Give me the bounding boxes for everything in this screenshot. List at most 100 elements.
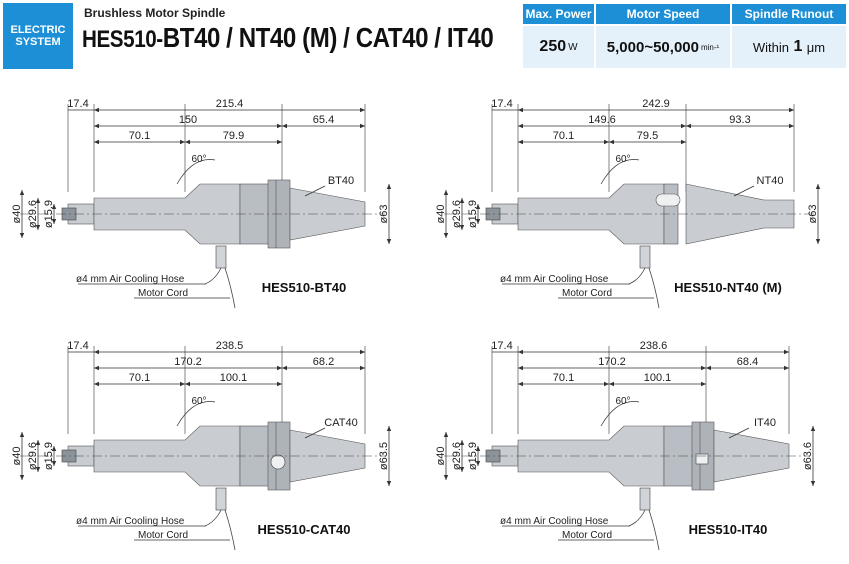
- arrow-head: [51, 219, 57, 224]
- arrow-head: [459, 440, 465, 445]
- hose-fitting: [639, 487, 651, 511]
- model-name: HES510-CAT40: [258, 522, 351, 537]
- dim-total: 238.6: [640, 340, 668, 352]
- arrow-head: [518, 107, 523, 113]
- runout-unit: μm: [806, 39, 826, 55]
- dim-end-dia: ø63.5: [378, 442, 390, 470]
- arrow-head: [277, 365, 282, 371]
- arrow-head: [51, 461, 57, 466]
- taper-label: NT40: [757, 175, 784, 187]
- arrow-head: [19, 190, 25, 195]
- arrow-head: [810, 481, 816, 486]
- arrow-head: [360, 123, 365, 129]
- arrow-head: [277, 139, 282, 145]
- runout-value: 1: [793, 38, 803, 55]
- model-name: HES510-NT40 (M): [674, 280, 782, 295]
- arrow-head: [277, 381, 282, 387]
- dim-end-dia: ø63: [807, 205, 819, 224]
- arrow-head: [518, 139, 523, 145]
- motor-cable: [224, 267, 236, 309]
- arrow-head: [35, 198, 41, 203]
- arrow-head: [475, 446, 481, 451]
- dim-dia40: ø40: [11, 447, 23, 466]
- arrow-head: [609, 139, 614, 145]
- taper-label: CAT40: [324, 417, 357, 429]
- speed-value: 5,000~50,000: [606, 38, 699, 56]
- arrow-head: [789, 107, 794, 113]
- dim-rear: 68.4: [737, 356, 758, 368]
- spec-value-runout: Within 1 μm: [732, 26, 846, 68]
- arrow-head: [180, 381, 185, 387]
- dim-end-dia: ø63: [378, 205, 390, 224]
- arrow-head: [277, 123, 282, 129]
- arrow-head: [185, 381, 190, 387]
- arrow-head: [282, 365, 287, 371]
- arrow-head: [94, 107, 99, 113]
- hose-fitting: [215, 245, 227, 269]
- dim-dia40: ø40: [435, 447, 447, 466]
- leader-line: [733, 185, 755, 197]
- arrow-head: [609, 381, 614, 387]
- hose-label: ø4 mm Air Cooling Hose: [500, 274, 609, 285]
- arrow-head: [94, 139, 99, 145]
- dim-nose: 70.1: [129, 130, 150, 142]
- dim-nose: 70.1: [129, 372, 150, 384]
- arrow-head: [706, 365, 711, 371]
- arrow-head: [386, 481, 392, 486]
- dim-nose: 70.1: [553, 130, 574, 142]
- arrow-head: [185, 139, 190, 145]
- arrow-head: [518, 381, 523, 387]
- page-header: ELECTRIC SYSTEM Brushless Motor Spindle …: [0, 0, 849, 72]
- arrow-head: [51, 204, 57, 209]
- taper-label: IT40: [754, 417, 776, 429]
- category-badge: ELECTRIC SYSTEM: [3, 3, 73, 69]
- dim-front: 17.4: [491, 340, 512, 352]
- dim-rear: 68.2: [313, 356, 334, 368]
- arrow-head: [475, 461, 481, 466]
- arrow-head: [443, 233, 449, 238]
- arrow-head: [518, 123, 523, 129]
- badge-line2: SYSTEM: [15, 36, 61, 48]
- title-main: BT40 / NT40 (M) / CAT40 / IT40: [162, 22, 494, 53]
- dim-dia296: ø29.6: [451, 442, 463, 470]
- arrow-head: [518, 349, 523, 355]
- dim-mid: 79.5: [637, 130, 658, 142]
- arrow-head: [360, 107, 365, 113]
- arrow-head: [604, 139, 609, 145]
- arrow-head: [784, 349, 789, 355]
- drive-slot: [655, 193, 681, 207]
- arrow-head: [475, 204, 481, 209]
- model-name: HES510-IT40: [689, 522, 768, 537]
- leader-line: [304, 185, 326, 197]
- air-hose: [204, 509, 222, 527]
- dim-dia296: ø29.6: [27, 200, 39, 228]
- arrow-head: [180, 139, 185, 145]
- arrow-head: [815, 239, 821, 244]
- angle-label: 60°: [615, 154, 630, 165]
- dim-dia296: ø29.6: [451, 200, 463, 228]
- arrow-head: [94, 123, 99, 129]
- taper-label: BT40: [328, 175, 354, 187]
- arrow-head: [386, 184, 392, 189]
- cord-label: Motor Cord: [562, 288, 612, 299]
- product-subtitle: Brushless Motor Spindle: [84, 6, 226, 20]
- angle-label: 60°: [615, 396, 630, 407]
- arrow-head: [443, 432, 449, 437]
- leader-line: [304, 427, 326, 439]
- dim-dia40: ø40: [435, 205, 447, 224]
- dim-front: 17.4: [67, 340, 88, 352]
- dim-mid: 100.1: [220, 372, 248, 384]
- arrow-head: [282, 123, 287, 129]
- arrow-head: [686, 123, 691, 129]
- angle-label: 60°: [191, 396, 206, 407]
- arrow-head: [35, 440, 41, 445]
- dim-total: 242.9: [642, 98, 670, 110]
- arrow-head: [443, 190, 449, 195]
- hose-label: ø4 mm Air Cooling Hose: [76, 274, 185, 285]
